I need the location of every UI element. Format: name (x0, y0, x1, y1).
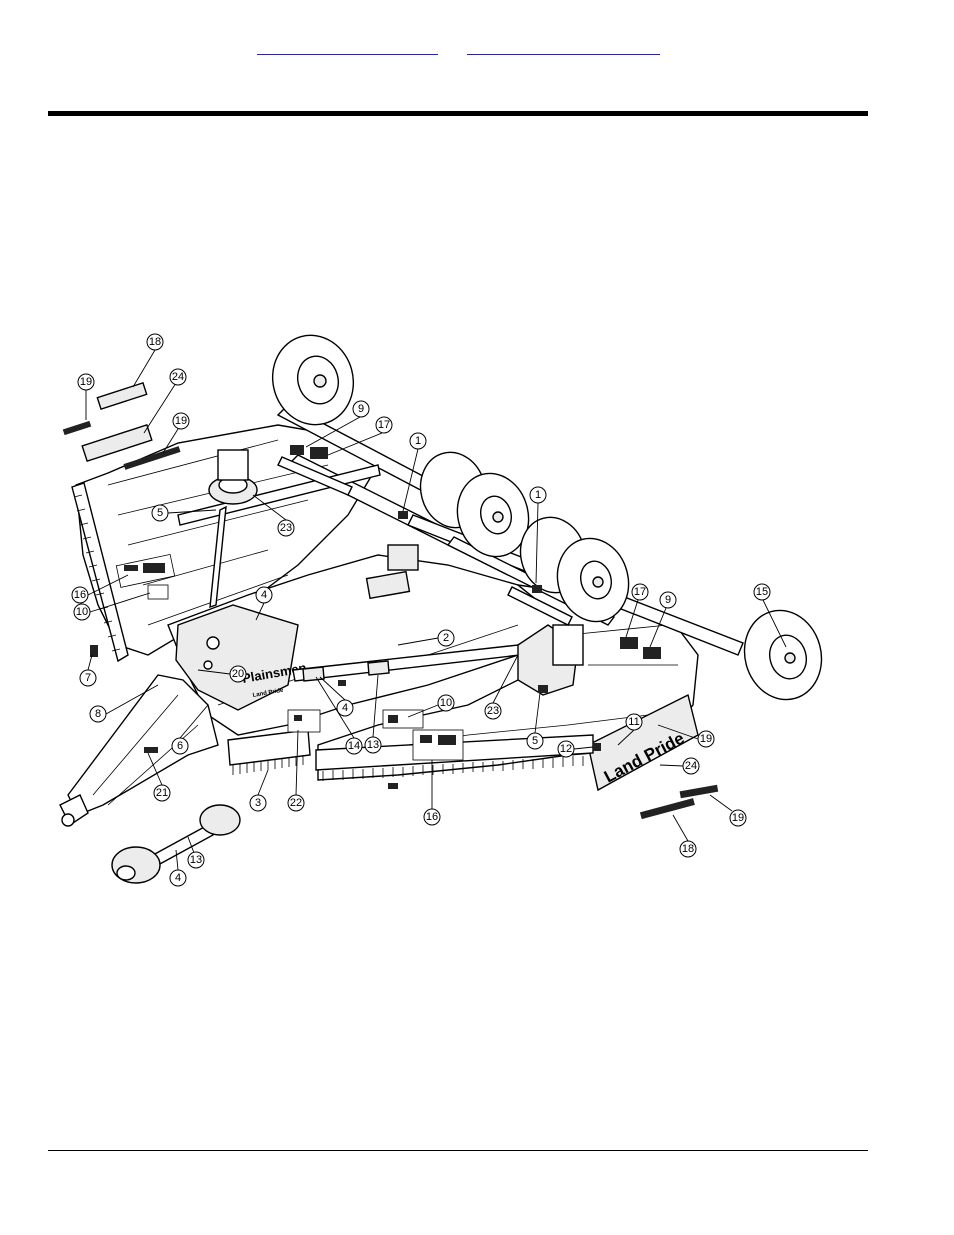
svg-text:24: 24 (172, 371, 184, 383)
callout-18-top: 18 (132, 333, 164, 388)
callout-15: 15 (753, 583, 787, 648)
land-pride-small-wordmark: Land Pride (252, 688, 284, 699)
callout-10-right: 10 (407, 694, 455, 718)
hydraulic-cylinders (277, 456, 573, 626)
callout-12: 12 (557, 740, 594, 758)
wheel-rear-left (271, 334, 355, 426)
callout-9-left: 9 (305, 400, 370, 448)
front-chain-guard-center (227, 729, 311, 775)
callout-21: 21 (147, 752, 171, 802)
callout-6: 6 (171, 704, 209, 755)
callout-8: 8 (89, 684, 159, 723)
callout-5-right: 5 (526, 692, 544, 750)
callout-13-center: 13 (364, 674, 382, 754)
svg-text:15: 15 (756, 586, 768, 598)
callout-1-left: 1 (402, 432, 427, 512)
callout-1-right: 1 (529, 486, 547, 584)
nav-link-2[interactable] (467, 40, 660, 55)
callout-4-center: 4 (255, 586, 273, 621)
wheel-pair-right-1 (519, 516, 630, 623)
svg-text:23: 23 (487, 705, 499, 717)
callout-4-mid: 4 (319, 676, 354, 717)
decals (90, 445, 661, 789)
callout-4-bottom: 4 (169, 849, 187, 887)
svg-text:5: 5 (532, 735, 538, 747)
callout-19-right: 19 (657, 724, 715, 748)
callout-5-left: 5 (151, 504, 217, 522)
header-rule (48, 111, 868, 116)
wheel-right-outer (743, 609, 823, 701)
svg-text:11: 11 (628, 716, 639, 728)
svg-text:13: 13 (367, 739, 379, 751)
svg-text:19: 19 (732, 812, 744, 824)
svg-text:10: 10 (440, 697, 452, 709)
callout-24-right: 24 (659, 757, 700, 775)
decal-location-diagram: Plainsmen Land Pride Land Pride (59, 333, 823, 887)
svg-text:1: 1 (535, 489, 541, 501)
driveline (209, 505, 521, 682)
callout-23-left: 23 (252, 494, 295, 537)
svg-text:22: 22 (290, 797, 302, 809)
svg-text:14: 14 (348, 740, 360, 752)
callout-10-left: 10 (73, 592, 151, 621)
svg-text:9: 9 (665, 594, 671, 606)
wheel-pair-left-1 (419, 451, 530, 558)
left-gearbox (208, 449, 258, 505)
svg-text:17: 17 (634, 586, 646, 598)
footer-rule (48, 1150, 868, 1151)
callout-19-upper: 19 (162, 412, 190, 454)
callout-9-right: 9 (649, 591, 677, 648)
callout-17-left: 17 (327, 416, 393, 456)
callout-13-bottom: 13 (187, 836, 205, 869)
svg-text:12: 12 (560, 743, 572, 755)
callout-11: 11 (617, 713, 643, 746)
callout-16-right: 16 (423, 760, 441, 826)
hitch-tongue (59, 674, 219, 827)
svg-text:23: 23 (280, 522, 292, 534)
right-gearbox (517, 624, 584, 696)
loose-decal-strips (62, 381, 719, 820)
svg-text:13: 13 (190, 854, 202, 866)
callout-22: 22 (287, 729, 305, 812)
callout-2: 2 (397, 629, 455, 647)
svg-text:19: 19 (175, 415, 187, 427)
callout-3: 3 (249, 769, 269, 812)
svg-text:18: 18 (149, 336, 161, 348)
svg-text:4: 4 (261, 589, 267, 601)
svg-text:4: 4 (342, 702, 348, 714)
svg-text:24: 24 (685, 760, 697, 772)
pto-driveline (111, 804, 241, 884)
svg-text:1: 1 (415, 435, 421, 447)
svg-text:3: 3 (255, 797, 261, 809)
svg-text:20: 20 (232, 668, 244, 680)
svg-text:18: 18 (682, 843, 694, 855)
callout-7: 7 (79, 654, 97, 687)
svg-text:17: 17 (378, 419, 390, 431)
callout-19-top-left: 19 (77, 373, 95, 420)
svg-text:21: 21 (156, 787, 168, 799)
svg-text:6: 6 (177, 740, 183, 752)
svg-text:7: 7 (85, 672, 91, 684)
callout-18-bottom: 18 (672, 814, 697, 858)
svg-text:9: 9 (358, 403, 364, 415)
callout-17-right: 17 (625, 583, 649, 638)
callout-23-right: 23 (484, 654, 519, 720)
callout-20: 20 (197, 665, 247, 683)
svg-text:4: 4 (175, 872, 181, 884)
callout-19-bottom: 19 (709, 794, 747, 827)
svg-text:8: 8 (95, 708, 101, 720)
svg-text:10: 10 (76, 606, 88, 618)
svg-text:16: 16 (426, 811, 438, 823)
callout-14: 14 (315, 676, 363, 755)
svg-text:19: 19 (80, 376, 92, 388)
svg-text:16: 16 (74, 589, 86, 601)
svg-text:2: 2 (443, 632, 449, 644)
svg-text:19: 19 (700, 733, 712, 745)
callout-16-left: 16 (71, 574, 129, 604)
callout-24-top: 24 (143, 368, 187, 434)
svg-text:5: 5 (157, 507, 163, 519)
nav-link-1[interactable] (257, 40, 438, 55)
